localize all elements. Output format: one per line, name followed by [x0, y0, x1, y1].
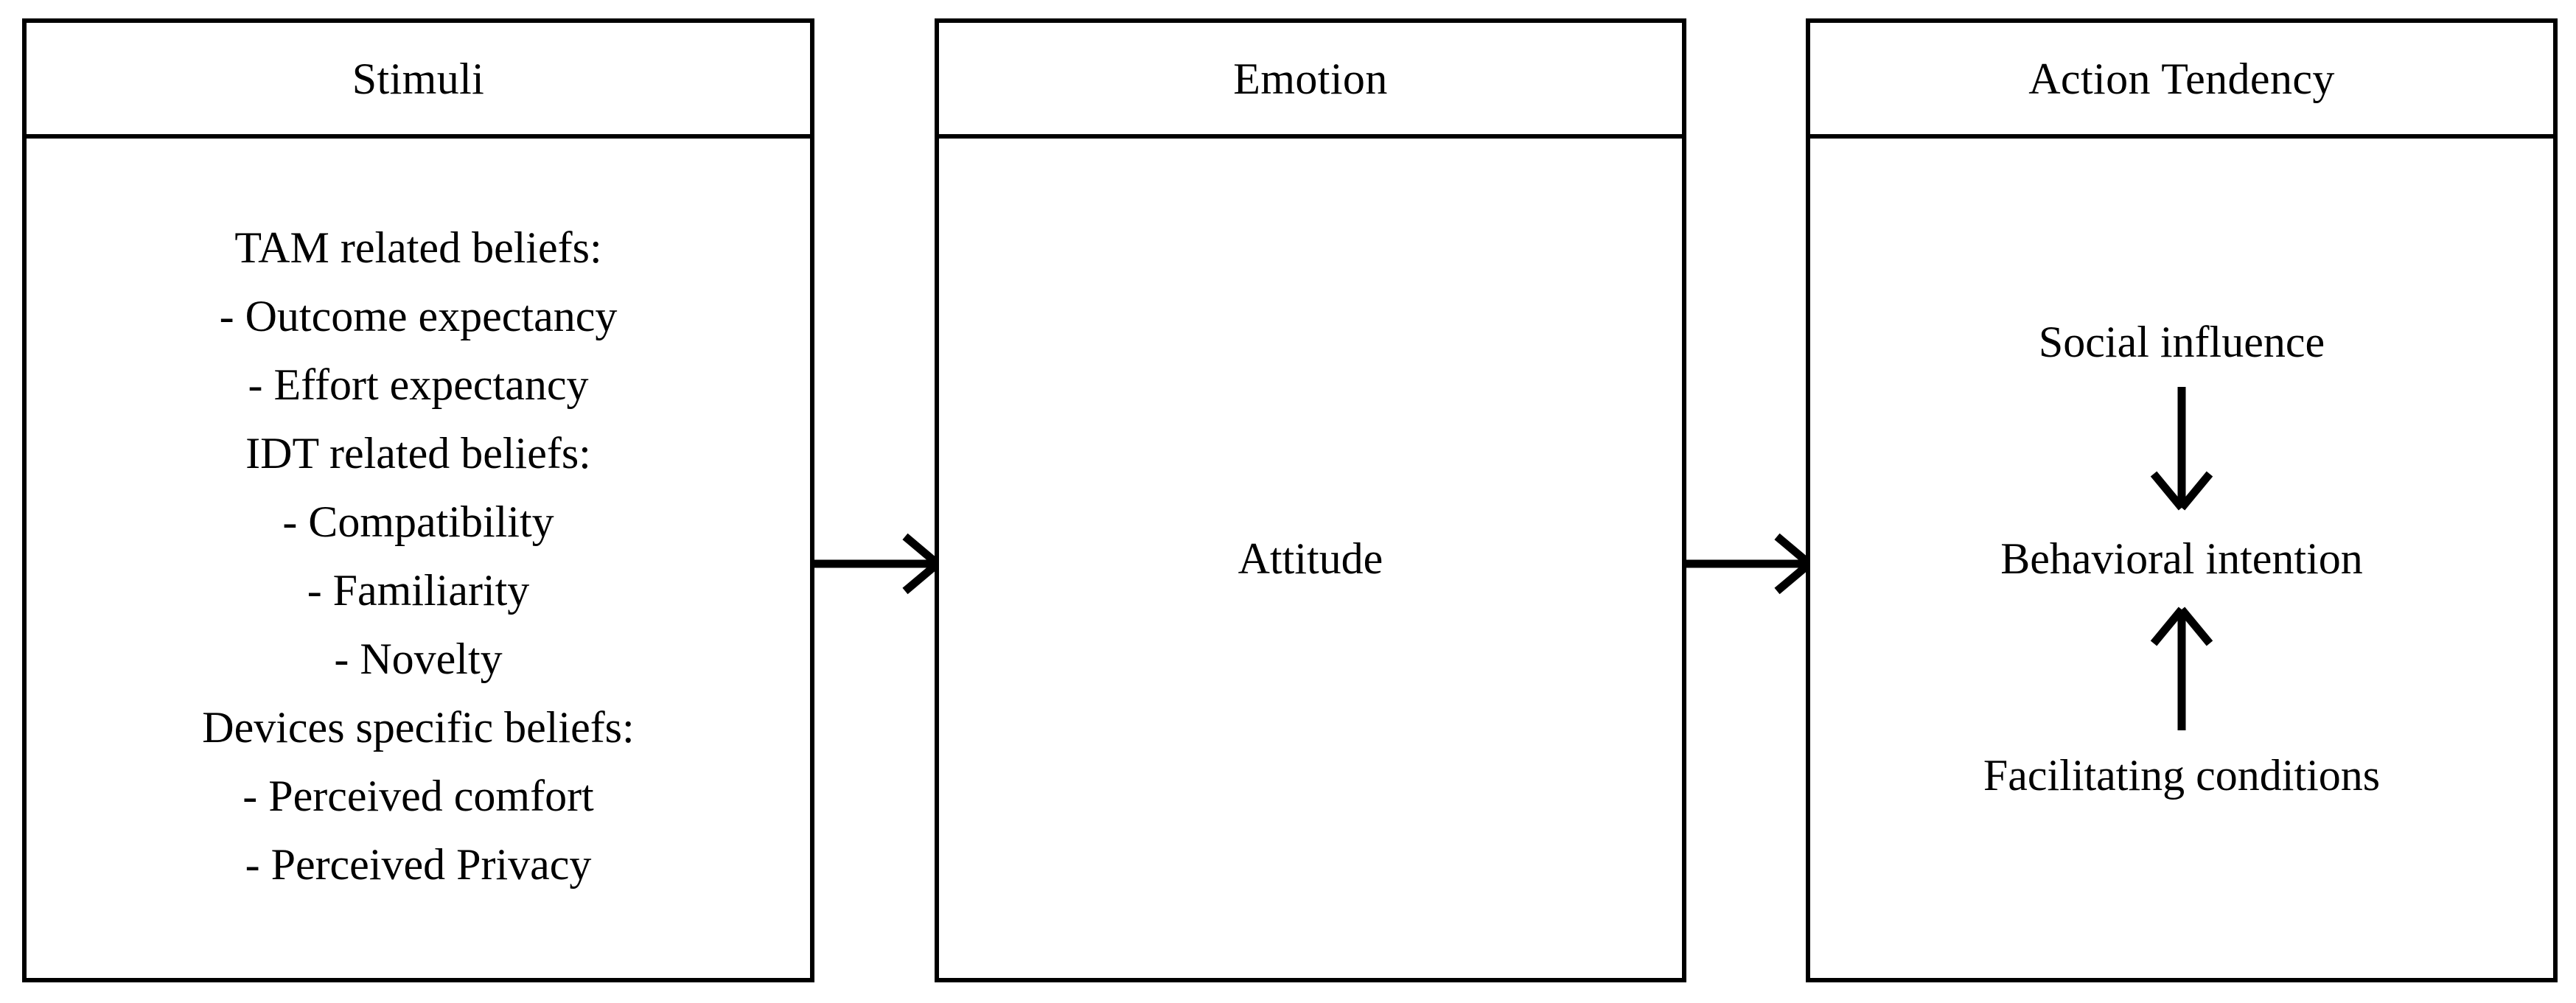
arrow-right-icon — [1684, 533, 1812, 595]
panel-emotion-header: Emotion — [939, 23, 1682, 139]
arrow-down-icon — [2150, 386, 2213, 511]
belief-line-perceived-privacy: - Perceived Privacy — [245, 839, 592, 889]
connector-stimuli-to-emotion — [811, 516, 943, 612]
panel-stimuli-title: Stimuli — [352, 54, 485, 103]
connector-emotion-to-action-tendency — [1683, 516, 1815, 612]
tendency-label-social-influence: Social influence — [2038, 317, 2325, 366]
emotion-attitude-label: Attitude — [1238, 534, 1383, 583]
panel-stimuli-header: Stimuli — [27, 23, 810, 139]
panel-action-tendency-body: Social influence Behavioral intention Fa… — [1810, 139, 2553, 978]
belief-line-compatibility: - Compatibility — [282, 497, 554, 546]
panel-action-tendency: Action Tendency Social influence Behavio… — [1806, 18, 2558, 982]
tendency-stack: Social influence Behavioral intention Fa… — [1983, 318, 2380, 800]
belief-line-perceived-comfort: - Perceived comfort — [242, 771, 594, 820]
tendency-label-facilitating-conditions: Facilitating conditions — [1983, 750, 2381, 800]
belief-line-tam-heading: TAM related beliefs: — [234, 223, 602, 272]
panel-action-tendency-header: Action Tendency — [1810, 23, 2553, 139]
panel-emotion-title: Emotion — [1233, 54, 1388, 103]
tendency-label-behavioral-intention: Behavioral intention — [2000, 534, 2363, 583]
panel-stimuli: Stimuli TAM related beliefs: - Outcome e… — [22, 18, 814, 982]
arrow-right-icon — [812, 533, 940, 595]
belief-line-idt-heading: IDT related beliefs: — [245, 428, 591, 478]
panel-stimuli-body: TAM related beliefs: - Outcome expectanc… — [27, 139, 810, 978]
panel-action-tendency-title: Action Tendency — [2028, 54, 2335, 103]
belief-line-devices-heading: Devices specific beliefs: — [202, 702, 635, 752]
belief-line-novelty: - Novelty — [334, 634, 503, 683]
panel-emotion: Emotion Attitude — [935, 18, 1686, 982]
panel-emotion-body: Attitude — [939, 139, 1682, 978]
belief-line-familiarity: - Familiarity — [307, 565, 530, 615]
belief-line-outcome-expectancy: - Outcome expectancy — [219, 291, 618, 340]
belief-list: TAM related beliefs: - Outcome expectanc… — [202, 214, 634, 899]
belief-line-effort-expectancy: - Effort expectancy — [248, 360, 589, 409]
arrow-up-icon — [2150, 606, 2213, 730]
